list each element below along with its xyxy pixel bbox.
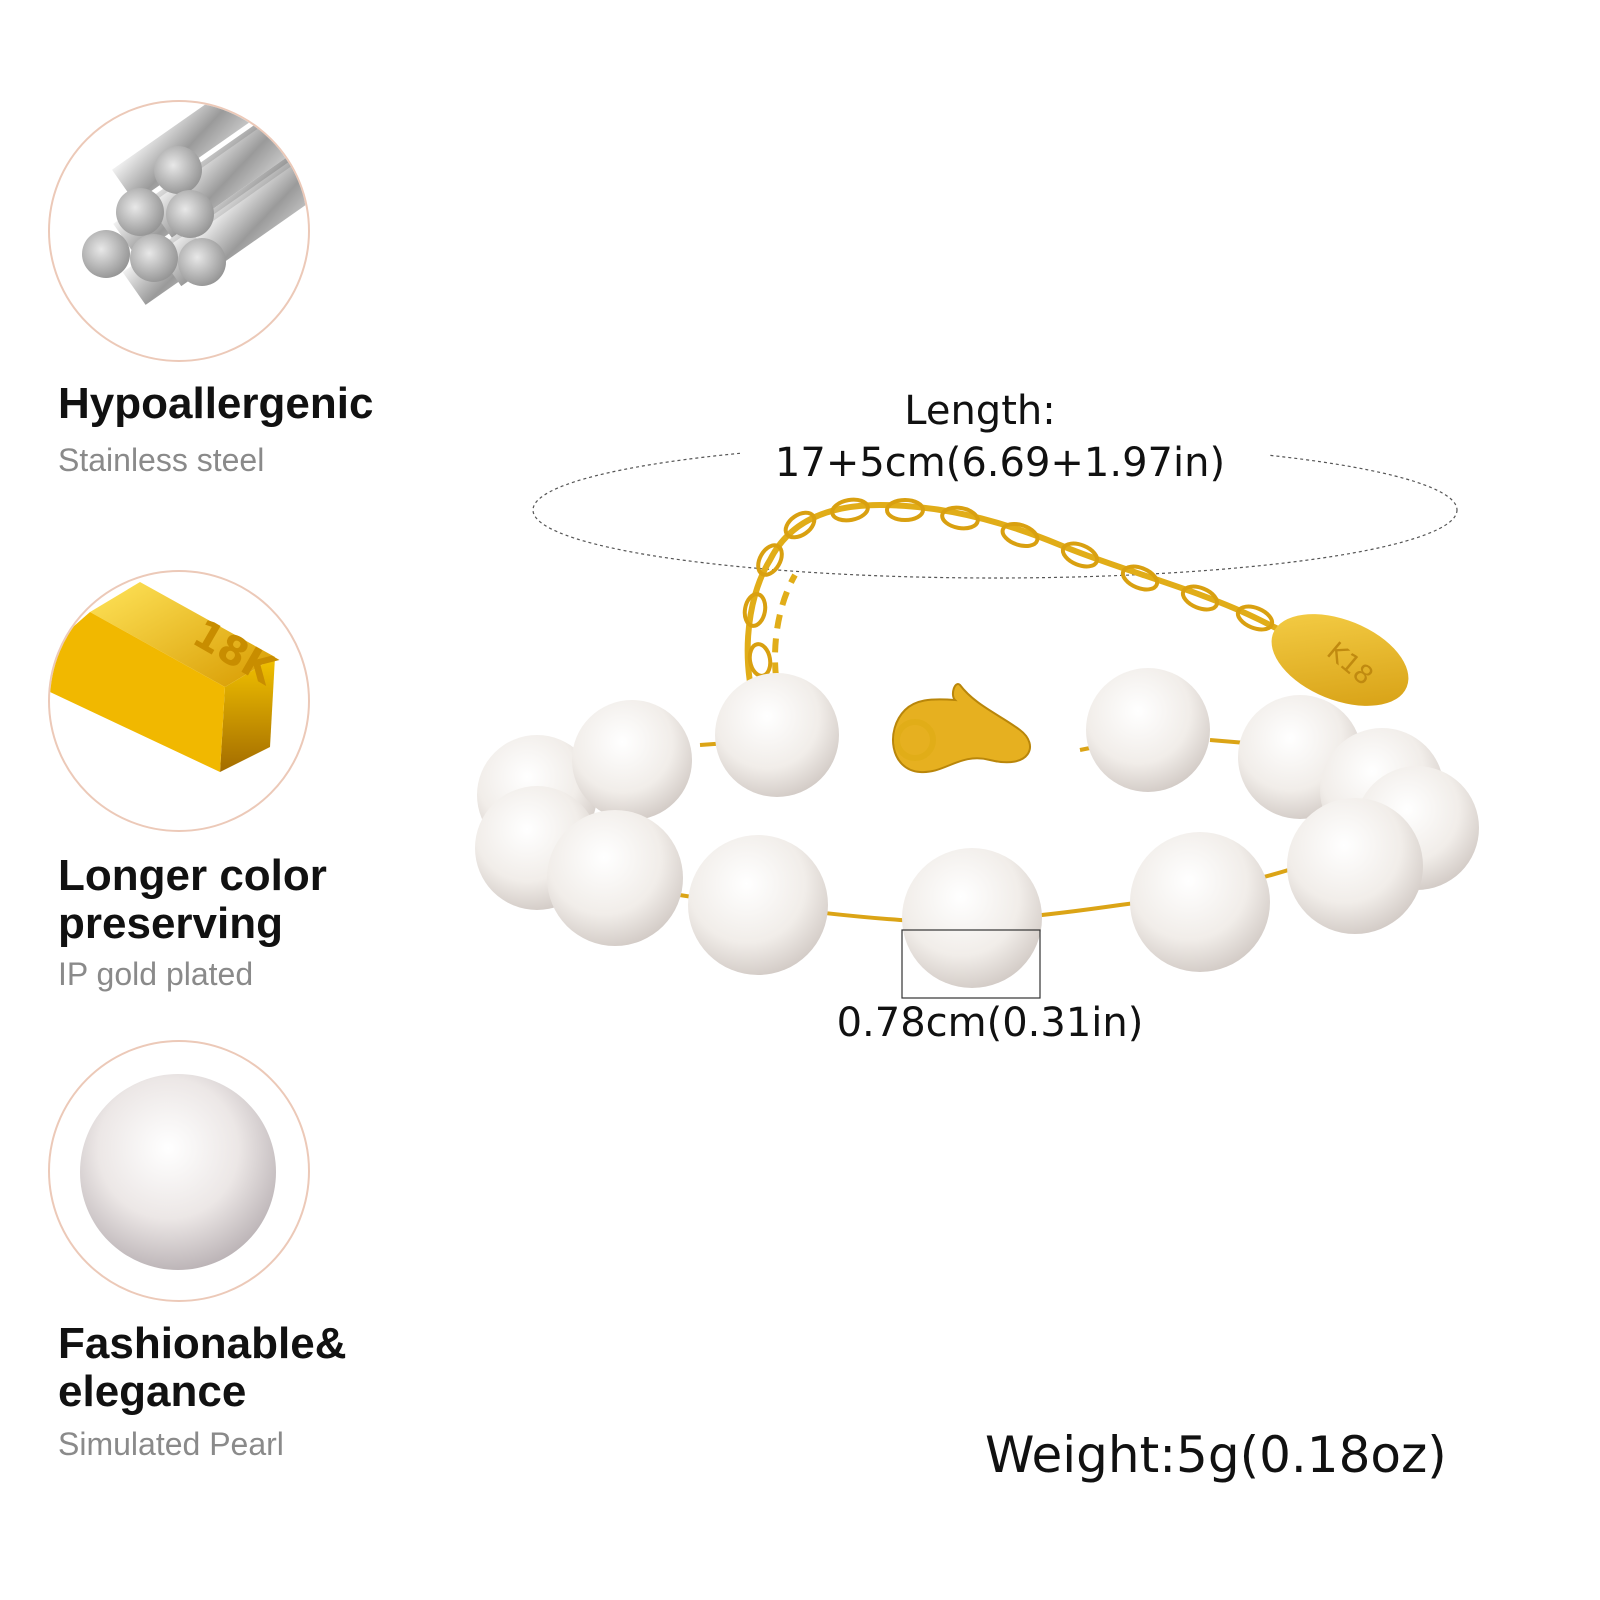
pearl: [1130, 832, 1270, 972]
gold-bar-icon: 18K: [50, 582, 285, 772]
pearl: [902, 848, 1042, 988]
pearl-size-bracket: [901, 929, 1041, 999]
pearl: [1086, 668, 1210, 792]
pearl: [547, 810, 683, 946]
steel-rods-icon: [82, 102, 308, 305]
lobster-clasp: [892, 683, 1031, 774]
pearl: [715, 673, 839, 797]
bracelet-illustration: K18: [475, 436, 1479, 999]
pearl: [572, 700, 692, 820]
feature-title-fashionable-line1: Fashionable&: [58, 1319, 347, 1368]
chain-links: [742, 497, 1275, 678]
feature-title-longer-color-line2: preserving: [58, 899, 283, 948]
feature-title-fashionable-line2: elegance: [58, 1367, 247, 1416]
length-label: Length:: [904, 388, 1056, 434]
feature-circle-pearl: [48, 1040, 310, 1302]
pearl-icon: [80, 1074, 276, 1270]
pearl: [1287, 798, 1423, 934]
feature-circle-steel: [48, 100, 310, 362]
extender-chain: [744, 501, 1302, 722]
feature-title-longer-color-line1: Longer color: [58, 851, 327, 900]
pearl-size-label: 0.78cm(0.31in): [836, 1000, 1144, 1046]
k18-tag: K18: [1271, 614, 1409, 706]
pearls: [475, 668, 1479, 988]
feature-subtitle-simulated-pearl: Simulated Pearl: [58, 1426, 284, 1462]
feature-subtitle-stainless-steel: Stainless steel: [58, 442, 265, 478]
length-value: 17+5cm(6.69+1.97in): [774, 440, 1226, 486]
feature-circle-gold: 18K: [48, 570, 310, 832]
weight-label: Weight:5g(0.18oz): [985, 1426, 1447, 1484]
feature-subtitle-ip-gold-plated: IP gold plated: [58, 956, 254, 992]
feature-title-hypoallergenic: Hypoallergenic: [58, 379, 374, 428]
pearl: [688, 835, 828, 975]
